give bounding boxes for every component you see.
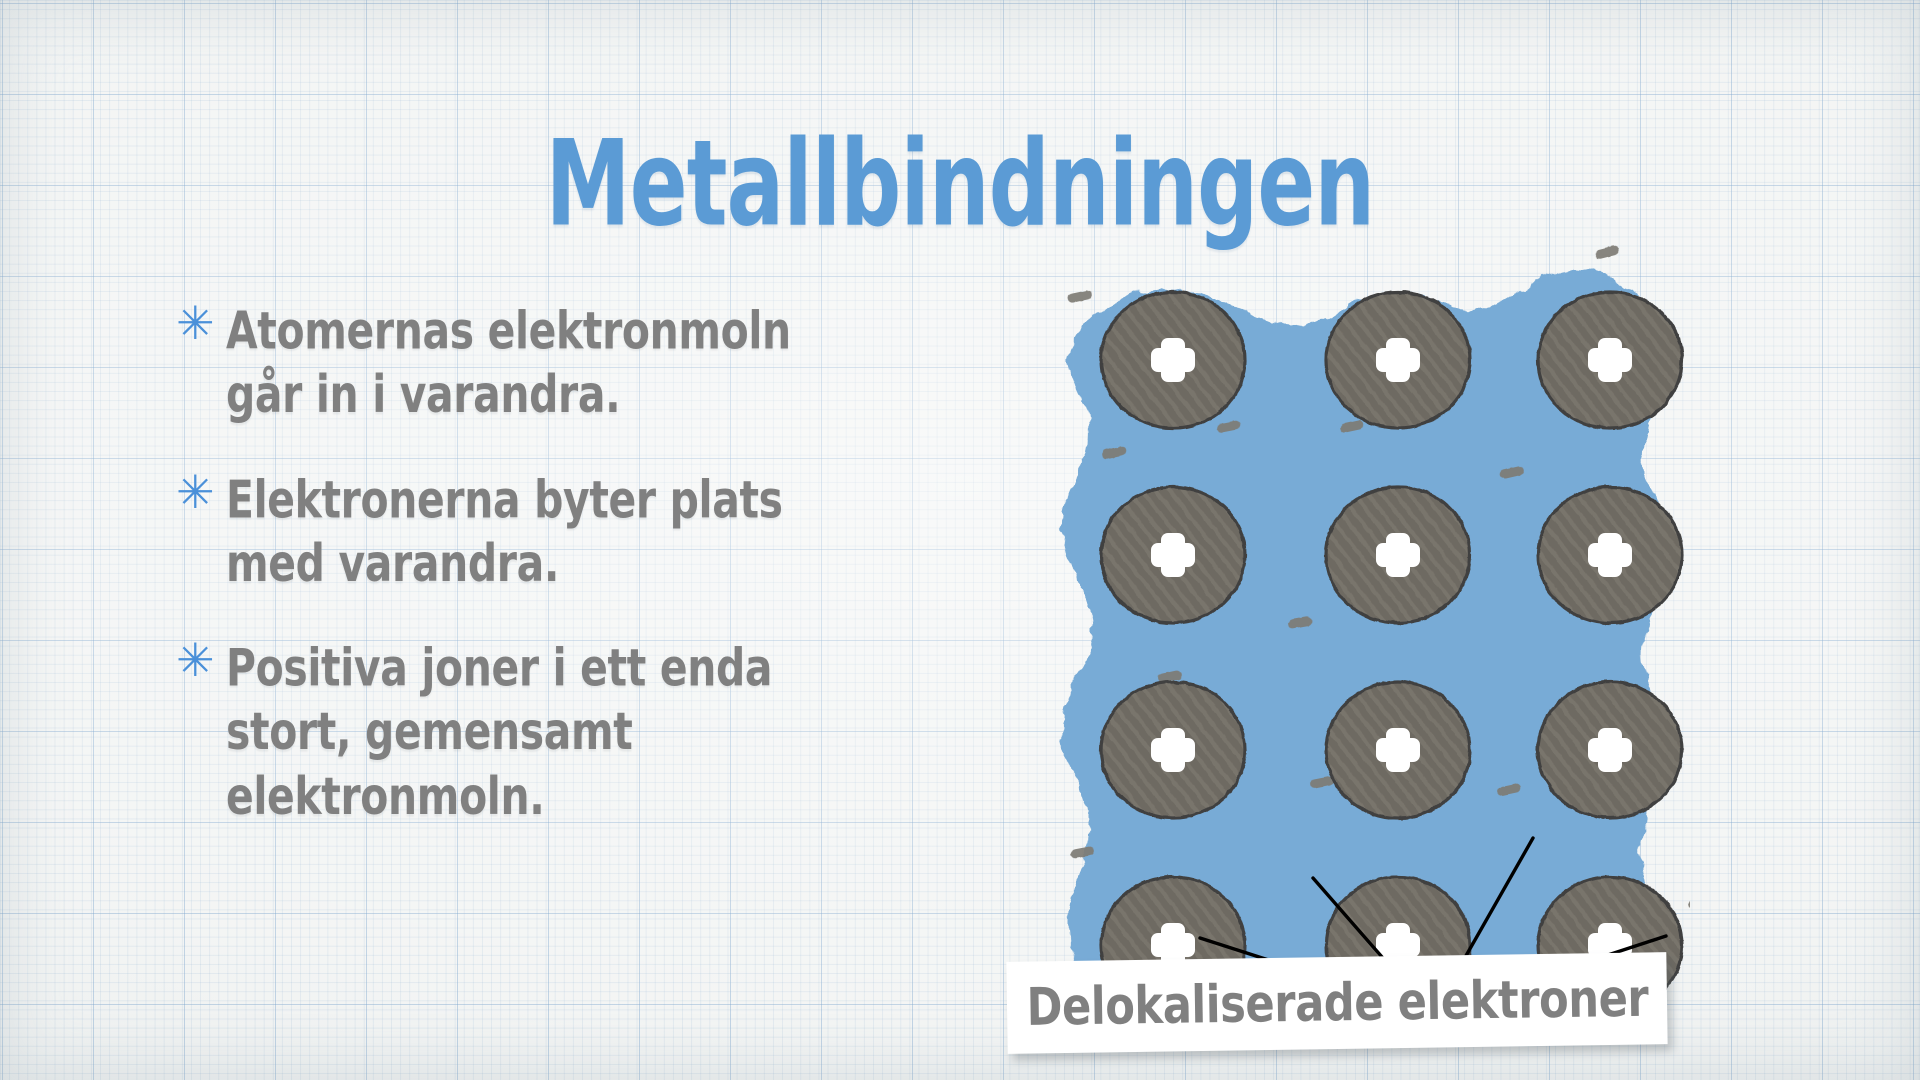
plus-bar-vertical (1161, 923, 1185, 967)
metal-ion (1324, 680, 1472, 820)
list-item: ✳ Elektronerna byter plats med varandra. (176, 464, 936, 595)
asterisk-bullet-icon: ✳ (176, 633, 215, 688)
plus-bar-vertical (1386, 728, 1410, 772)
free-electron (1102, 446, 1126, 459)
ion-charge-plus-icon (1151, 338, 1195, 382)
plus-bar-vertical (1161, 338, 1185, 382)
ion-charge-plus-icon (1376, 728, 1420, 772)
free-electron (1310, 776, 1334, 789)
ion-charge-plus-icon (1588, 338, 1632, 382)
metal-ion (1536, 680, 1684, 820)
ion-charge-plus-icon (1151, 533, 1195, 577)
list-item: ✳ Positiva joner i ett enda stort, gemen… (176, 633, 936, 827)
ion-charge-plus-icon (1588, 533, 1632, 577)
free-electron (1500, 466, 1524, 479)
free-electron (1070, 846, 1094, 859)
metal-ion (1536, 290, 1684, 430)
plus-bar-vertical (1161, 728, 1185, 772)
electron-cloud-blob (1061, 270, 1671, 1021)
ion-charge-plus-icon (1151, 923, 1195, 967)
plus-bar-vertical (1161, 533, 1185, 577)
metal-ion (1099, 485, 1247, 625)
free-electron (1340, 420, 1364, 433)
free-electron (1068, 290, 1092, 303)
free-electron (1158, 670, 1182, 683)
list-item-label: Positiva joner i ett enda stort, gemensa… (226, 638, 773, 827)
list-item: ✳ Atomernas elektronmoln går in i varand… (176, 296, 936, 426)
metal-ion (1536, 485, 1684, 625)
list-item-label: Atomernas elektronmoln går in i varandra… (226, 301, 791, 426)
bullet-list: ✳ Atomernas elektronmoln går in i varand… (176, 300, 936, 864)
free-electron (1497, 783, 1521, 796)
metal-ion (1099, 290, 1247, 430)
free-electron (1288, 616, 1312, 629)
ion-charge-plus-icon (1376, 338, 1420, 382)
callout-label-text: Delokaliserade elektroner (1025, 968, 1649, 1038)
plus-bar-vertical (1386, 338, 1410, 382)
plus-bar-vertical (1598, 533, 1622, 577)
page-title: Metallbindningen (545, 113, 1375, 253)
ion-charge-plus-icon (1588, 728, 1632, 772)
metal-ion (1324, 485, 1472, 625)
metal-ion (1324, 290, 1472, 430)
lattice-svg (1061, 246, 1690, 1021)
free-electron (1595, 246, 1619, 259)
free-electron (1688, 896, 1690, 909)
callout-label-box: Delokaliserade elektroner (1006, 952, 1668, 1054)
asterisk-bullet-icon: ✳ (176, 296, 215, 350)
free-electron (1217, 420, 1241, 433)
asterisk-bullet-icon: ✳ (176, 464, 215, 519)
list-item-label: Elektronerna byter plats med varandra. (226, 469, 783, 595)
metal-ion (1099, 680, 1247, 820)
plus-bar-vertical (1598, 728, 1622, 772)
ion-charge-plus-icon (1376, 533, 1420, 577)
metallic-bonding-diagram (1010, 200, 1690, 1080)
plus-bar-vertical (1386, 533, 1410, 577)
ion-charge-plus-icon (1151, 728, 1195, 772)
plus-bar-vertical (1598, 338, 1622, 382)
